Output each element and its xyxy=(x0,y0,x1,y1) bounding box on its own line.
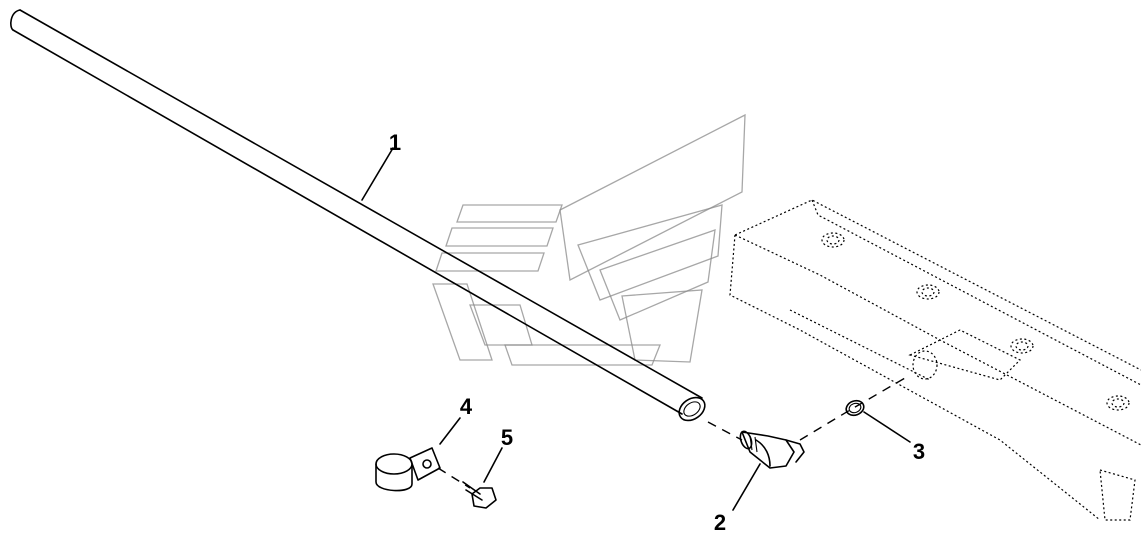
watermark-logo-icon xyxy=(432,113,746,366)
assembly-line-housing xyxy=(799,377,906,441)
o-ring-icon xyxy=(845,399,865,417)
leader-line-2 xyxy=(732,463,761,511)
callout-2: 2 xyxy=(714,510,726,535)
clamp-icon xyxy=(375,447,441,492)
housing-block-icon xyxy=(729,199,1141,521)
assembly-line-bolt xyxy=(437,467,471,489)
elbow-fitting-icon xyxy=(739,430,805,469)
assembly-line-tube xyxy=(707,421,743,441)
leader-line-3 xyxy=(863,411,911,443)
callout-4: 4 xyxy=(460,394,473,419)
tube-icon xyxy=(10,9,706,422)
callout-5: 5 xyxy=(501,425,513,450)
bolt-icon xyxy=(462,481,497,509)
callout-1: 1 xyxy=(389,130,401,155)
leader-line-1 xyxy=(361,147,394,201)
callout-3: 3 xyxy=(913,439,925,464)
leader-line-5 xyxy=(483,447,503,483)
leader-line-4 xyxy=(439,417,461,445)
